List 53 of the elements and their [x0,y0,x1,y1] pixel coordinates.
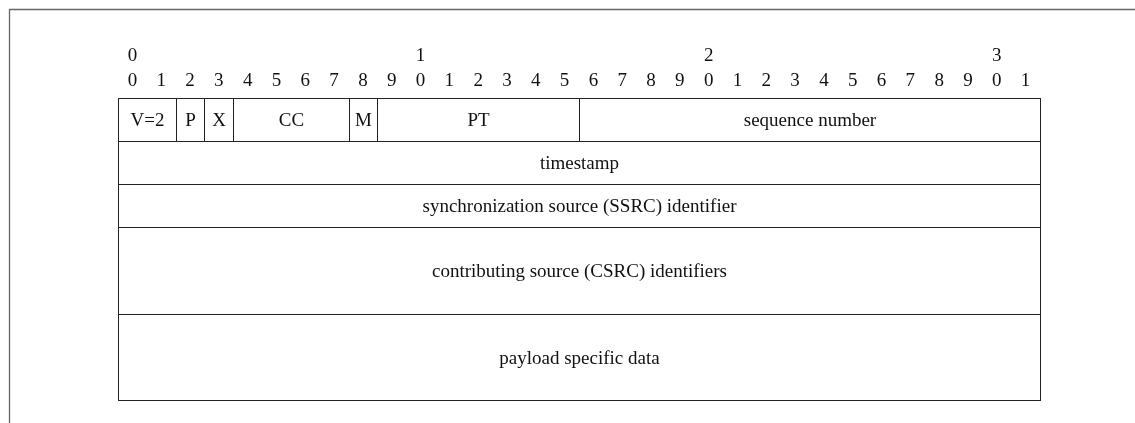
bit-number: 2 [472,70,484,90]
bit-number: 5 [846,70,859,90]
field-label: V=2 [130,109,165,131]
field-label: P [185,109,196,131]
bit-number: 3 [789,70,801,90]
field-label: sequence number [743,109,877,131]
header-field [118,98,177,142]
bit-number: 3 [213,70,225,90]
bit-number: 2 [184,70,196,90]
bit-number: 4 [241,70,254,90]
bit-number: 2 [760,70,773,90]
bit-number: 0 [126,70,139,90]
bit-number: 9 [385,70,398,90]
bit-number: 8 [357,70,369,90]
field-label: synchronization source (SSRC) identifier [422,195,737,217]
bit-tens-number: 3 [991,45,1003,65]
field-label: CC [278,109,305,131]
field-label: contributing source (CSRC) identifiers [432,260,727,282]
bit-number: 6 [299,70,312,90]
bit-number: 4 [530,70,542,90]
header-field [118,141,1041,185]
header-field [118,184,1041,228]
header-field [118,314,1041,401]
bit-tens-number: 0 [126,45,139,65]
bit-number: 1 [731,70,744,90]
bit-number: 4 [818,70,830,90]
bit-tens-number: 2 [702,45,715,65]
bit-number: 5 [558,70,571,90]
bit-number: 7 [328,70,340,90]
bit-number: 6 [587,70,600,90]
field-label: M [355,109,372,131]
field-label: X [212,109,226,131]
bit-number: 9 [962,70,974,90]
bit-number: 0 [702,70,715,90]
bit-number: 3 [501,70,513,90]
bit-number: 8 [933,70,945,90]
bit-number: 0 [991,70,1003,90]
bit-number: 7 [616,70,628,90]
field-label: PT [467,109,490,131]
field-label: payload specific data [499,346,660,369]
bit-number: 5 [270,70,283,90]
header-field [118,227,1041,315]
bit-number: 1 [443,70,456,90]
bit-number: 0 [414,70,427,90]
bit-number: 6 [875,70,888,90]
bit-tens-number: 1 [414,45,427,65]
bit-number: 1 [1019,70,1032,90]
bit-number: 7 [904,70,917,90]
field-label: timestamp [539,152,620,174]
bit-number: 1 [155,70,167,90]
header-field [579,98,1041,142]
bit-number: 9 [674,70,686,90]
bit-number: 8 [645,70,657,90]
